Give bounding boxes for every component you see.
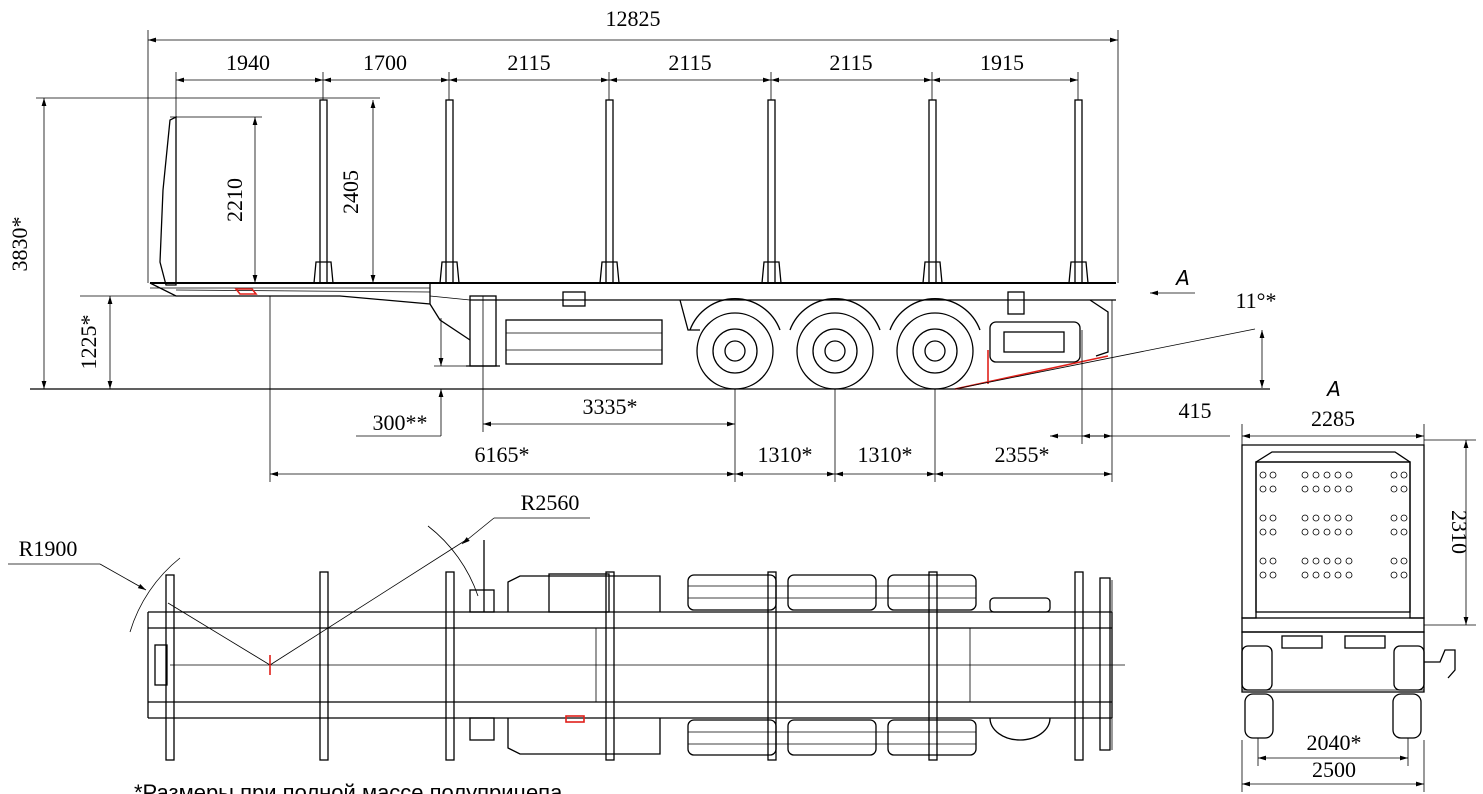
side-dimensions: 12825 1940 1700 2115 2115 2115 1915 3830… (7, 6, 1276, 482)
bulkhead-hole (1259, 471, 1267, 479)
bulkhead-hole (1323, 557, 1331, 565)
dim-overall-height: 3830* (7, 217, 32, 272)
dim-rear-overhang: 2355* (995, 442, 1050, 467)
bulkhead-hole (1323, 571, 1331, 579)
dim-turning-radius-front: R1900 (19, 536, 78, 561)
bulkhead-hole (1259, 571, 1267, 579)
bulkhead-hole (1334, 471, 1342, 479)
bulkhead-hole (1323, 485, 1331, 493)
bulkhead-hole (1400, 514, 1408, 522)
dim-rear-height: 2310 (1447, 510, 1472, 554)
bulkhead-hole (1301, 528, 1309, 536)
footnote: *Размеры при полной массе полуприцепа (134, 780, 563, 794)
top-tires (687, 574, 977, 756)
dim-rear-offset: 415 (1179, 398, 1212, 423)
bulkhead-hole (1390, 471, 1398, 479)
bulkhead-hole (1269, 485, 1277, 493)
bulkhead-hole (1334, 514, 1342, 522)
bulkhead-hole (1400, 557, 1408, 565)
bulkhead-hole (1269, 571, 1277, 579)
dim-rear-width-inner: 2285 (1311, 406, 1355, 431)
landing-gear (466, 295, 500, 367)
dim-stake-2: 1700 (363, 50, 407, 75)
bulkhead-hole (1259, 485, 1267, 493)
dim-stake-5: 2115 (829, 50, 872, 75)
bulkhead-hole (1269, 528, 1277, 536)
bulkhead-hole (1400, 471, 1408, 479)
dim-gear-clearance: 300** (373, 410, 428, 435)
bulkhead-hole (1400, 528, 1408, 536)
bulkhead-hole (1312, 557, 1320, 565)
bulkhead-hole (1400, 571, 1408, 579)
bulkhead-hole (1345, 557, 1353, 565)
bulkhead-hole (1390, 485, 1398, 493)
view-arrow-label: A (1174, 266, 1190, 290)
dim-kingpin-axle: 6165* (475, 442, 530, 467)
dim-front-wall: 2210 (222, 178, 247, 222)
dim-axle-spacing-2: 1310* (858, 442, 913, 467)
bulkhead-hole (1323, 528, 1331, 536)
bulkhead-hole (1323, 471, 1331, 479)
dim-stake-4: 2115 (668, 50, 711, 75)
bulkhead-hole (1301, 485, 1309, 493)
top-stakes (165, 571, 1113, 761)
bulkhead-hole (1345, 514, 1353, 522)
dim-turning-radius-rear: R2560 (521, 490, 580, 515)
bulkhead-hole (1345, 571, 1353, 579)
bulkhead-hole (1259, 557, 1267, 565)
bulkhead-holes (1259, 471, 1408, 579)
bulkhead-hole (1301, 571, 1309, 579)
dim-stake-1: 1940 (226, 50, 270, 75)
bulkhead-hole (1390, 514, 1398, 522)
bulkhead-hole (1334, 528, 1342, 536)
bulkhead-hole (1301, 557, 1309, 565)
rear-view-label: A (1325, 377, 1341, 401)
bulkhead-hole (1312, 514, 1320, 522)
dim-stake-6: 1915 (980, 50, 1024, 75)
bulkhead-hole (1259, 528, 1267, 536)
stakes (313, 99, 1089, 284)
bulkhead-hole (1390, 571, 1398, 579)
dim-track-width: 2040* (1307, 730, 1362, 755)
dim-kingpin-gear: 3335* (583, 394, 638, 419)
dim-overall-width: 2500 (1312, 757, 1356, 782)
bulkhead-hole (1312, 471, 1320, 479)
bulkhead-hole (1334, 571, 1342, 579)
wheels (689, 298, 981, 390)
bulkhead-hole (1334, 485, 1342, 493)
bulkhead-hole (1323, 514, 1331, 522)
bulkhead-hole (1259, 514, 1267, 522)
dim-stake-height: 2405 (338, 170, 363, 214)
dim-axle-spacing-1: 1310* (758, 442, 813, 467)
dim-stake-3: 2115 (507, 50, 550, 75)
rear-view: A (1241, 377, 1456, 739)
bulkhead-hole (1301, 514, 1309, 522)
bulkhead-hole (1345, 528, 1353, 536)
side-view (30, 99, 1270, 390)
bulkhead-hole (1312, 485, 1320, 493)
bulkhead-hole (1269, 514, 1277, 522)
bulkhead-hole (1334, 557, 1342, 565)
bulkhead-hole (1400, 485, 1408, 493)
bulkhead-hole (1390, 557, 1398, 565)
top-view: R1900 R2560 (8, 490, 1125, 761)
bulkhead-hole (1312, 571, 1320, 579)
bulkhead-hole (1345, 471, 1353, 479)
dim-overall-length: 12825 (606, 6, 661, 31)
rear-dimensions: 2285 2310 2040* 2500 (1241, 406, 1476, 792)
bulkhead-hole (1269, 557, 1277, 565)
bulkhead-hole (1301, 471, 1309, 479)
dim-departure-angle: 11°* (1236, 288, 1277, 313)
dim-deck-height: 1225* (76, 315, 101, 370)
bulkhead-hole (1312, 528, 1320, 536)
bulkhead-hole (1269, 471, 1277, 479)
bulkhead-hole (1345, 485, 1353, 493)
bulkhead-hole (1390, 528, 1398, 536)
